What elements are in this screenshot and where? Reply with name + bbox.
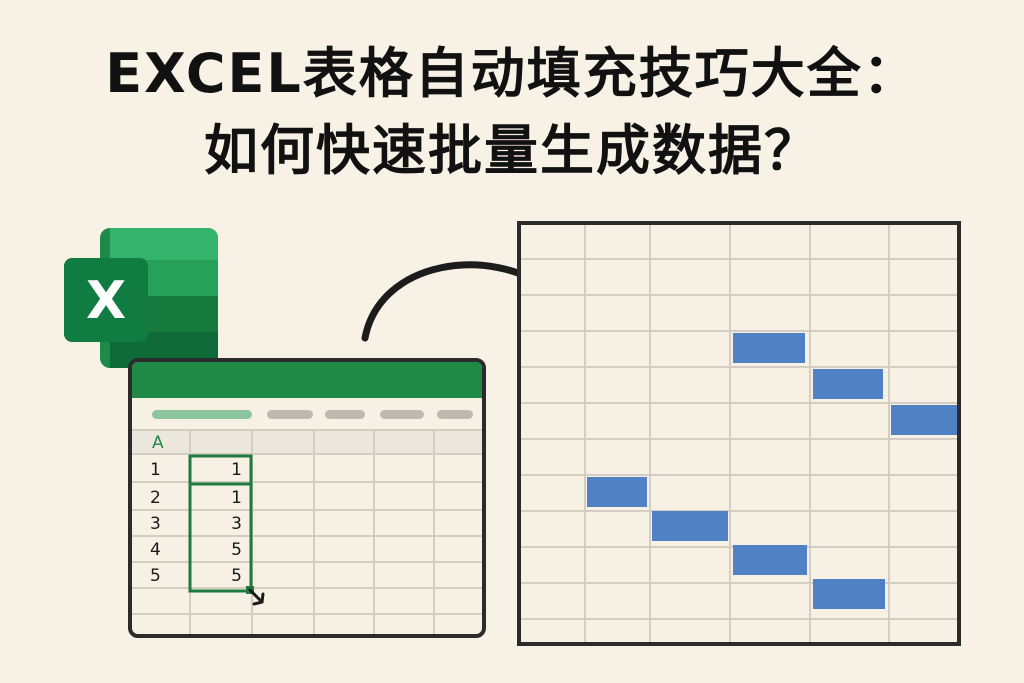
page-title-line-2: 如何快速批量生成数据？ xyxy=(204,119,820,182)
toolbar-pill-1[interactable] xyxy=(267,410,313,419)
ribbon-bar xyxy=(132,362,482,398)
cell-value[interactable]: 1 xyxy=(231,488,242,508)
highlighted-cell[interactable] xyxy=(587,477,647,507)
row-number[interactable]: 5 xyxy=(150,566,161,586)
highlighted-cell[interactable] xyxy=(733,333,805,363)
page-title-line-1: EXCEL表格自动填充技巧大全： xyxy=(105,42,919,105)
highlighted-cell[interactable] xyxy=(813,369,883,399)
toolbar-pill-3[interactable] xyxy=(380,410,424,419)
row-number[interactable]: 4 xyxy=(150,540,161,560)
cursor-icon xyxy=(248,588,265,606)
column-header-a[interactable]: A xyxy=(152,433,164,453)
highlighted-cell[interactable] xyxy=(813,579,885,609)
row-number[interactable]: 2 xyxy=(150,488,161,508)
highlighted-cell[interactable] xyxy=(891,405,957,435)
row-number[interactable]: 3 xyxy=(150,514,161,534)
selection-range[interactable] xyxy=(188,454,253,593)
highlighted-cell[interactable] xyxy=(652,511,728,541)
excel-logo-icon: X xyxy=(64,228,218,368)
cell-value[interactable]: 3 xyxy=(231,514,242,534)
cell-value[interactable]: 5 xyxy=(231,540,242,560)
cell-value[interactable]: 1 xyxy=(231,460,242,480)
result-grid xyxy=(517,221,961,646)
cell-value[interactable]: 5 xyxy=(231,566,242,586)
toolbar-formula-bar[interactable] xyxy=(152,410,252,419)
highlighted-cell[interactable] xyxy=(733,545,807,575)
row-number[interactable]: 1 xyxy=(150,460,161,480)
spreadsheet-window: A 1 2 3 4 5 1 1 3 5 5 xyxy=(128,358,486,638)
excel-logo-letter: X xyxy=(86,271,126,331)
toolbar-pill-4[interactable] xyxy=(437,410,473,419)
spreadsheet-grid: A 1 2 3 4 5 1 1 3 5 5 xyxy=(132,429,482,634)
toolbar-pill-2[interactable] xyxy=(325,410,365,419)
